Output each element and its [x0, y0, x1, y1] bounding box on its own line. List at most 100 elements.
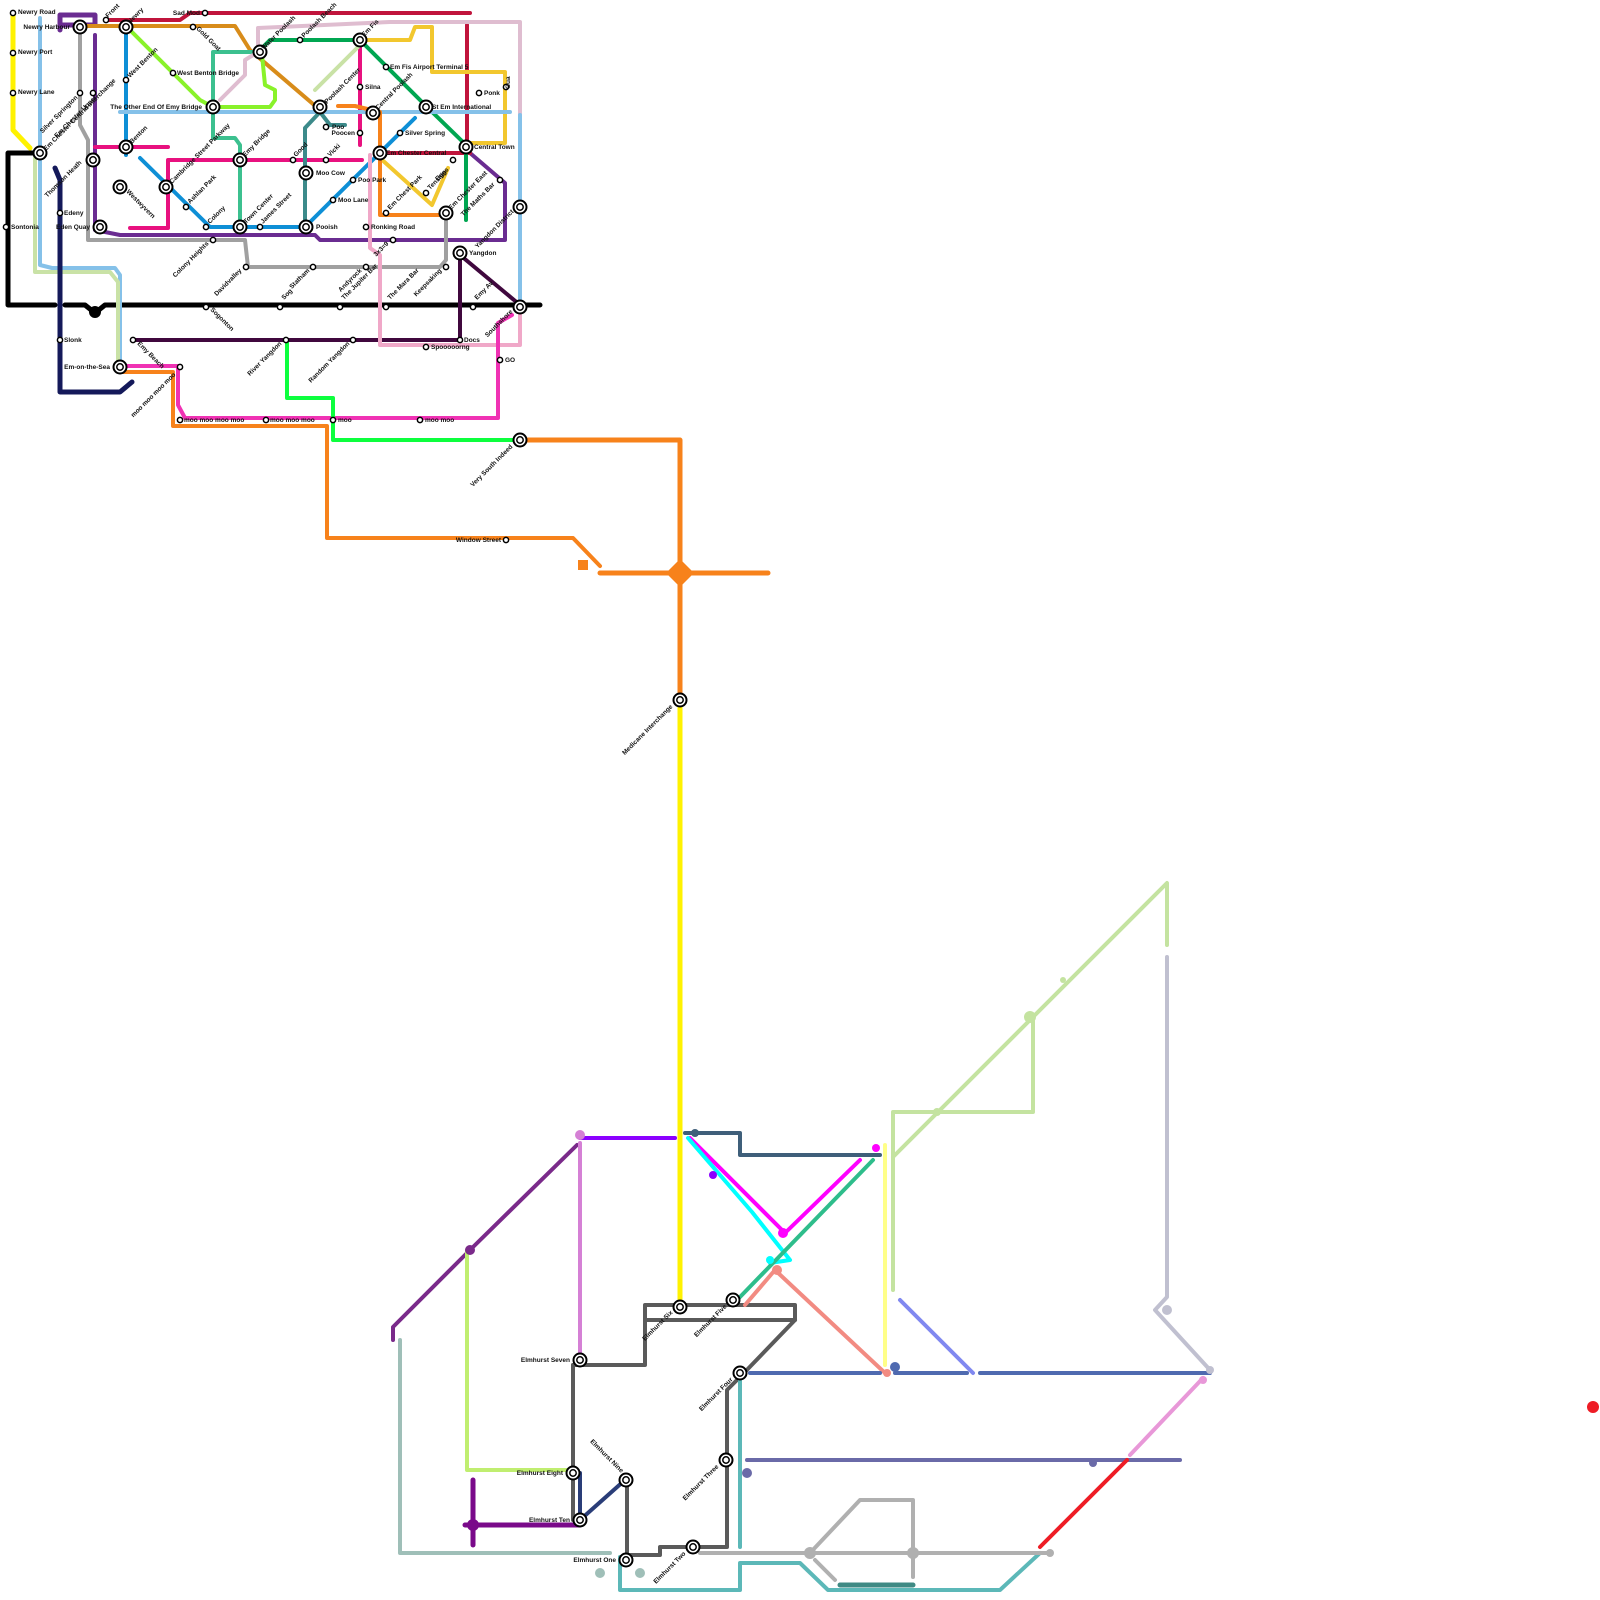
interchange-station-core: [209, 103, 217, 111]
station-marker[interactable]: [202, 303, 210, 311]
station-marker[interactable]: [102, 16, 110, 24]
station-label: West Benton Bridge: [177, 70, 239, 77]
station-marker[interactable]: [356, 129, 364, 137]
station-marker[interactable]: [56, 336, 64, 344]
station-marker[interactable]: [442, 263, 450, 271]
station-label: moo moo moo moo: [130, 371, 178, 419]
station-label: Edeny: [64, 210, 84, 217]
station-marker[interactable]: [349, 176, 357, 184]
station-marker[interactable]: [349, 336, 357, 344]
station-marker[interactable]: [422, 189, 430, 197]
route-line-orchid: [1128, 1376, 1205, 1457]
interchange-station-core: [729, 1296, 737, 1304]
station-marker[interactable]: [362, 263, 370, 271]
station-marker[interactable]: [296, 36, 304, 44]
station-label: Very South Indeed: [469, 443, 514, 488]
station-marker[interactable]: [382, 209, 390, 217]
station-marker[interactable]: [329, 416, 337, 424]
station-marker[interactable]: [182, 203, 190, 211]
station-marker[interactable]: [176, 416, 184, 424]
interchange-station-core: [96, 223, 104, 231]
station-marker[interactable]: [336, 303, 344, 311]
station-label: Yangdon District: [474, 208, 516, 250]
station-markers: [2, 9, 748, 1568]
station-marker[interactable]: [356, 83, 364, 91]
station-marker[interactable]: [322, 156, 330, 164]
route-line-slate: [683, 1131, 882, 1157]
station-label: The Other End Of Emy Bridge: [110, 104, 202, 111]
route-line-silver: [808, 1498, 915, 1579]
station-marker[interactable]: [9, 9, 17, 17]
station-marker[interactable]: [2, 223, 10, 231]
route-line-magenta: [688, 1136, 862, 1235]
interchange-station-core: [256, 48, 264, 56]
route-junction-grape: [465, 1245, 475, 1255]
interchange-station-core: [422, 103, 430, 111]
station-marker[interactable]: [396, 129, 404, 137]
station-marker[interactable]: [9, 49, 17, 57]
route-junction-lavender: [1162, 1305, 1172, 1315]
station-marker[interactable]: [456, 336, 464, 344]
station-marker[interactable]: [201, 9, 209, 17]
station-label: Moo Cow: [316, 170, 346, 177]
interchange-station-core: [302, 223, 310, 231]
route-line-silver: [813, 1558, 837, 1582]
station-marker[interactable]: [329, 196, 337, 204]
interchange-station-core: [36, 149, 44, 157]
station-marker[interactable]: [9, 89, 17, 97]
station-marker[interactable]: [362, 223, 370, 231]
station-label: Thomson Heath: [44, 159, 84, 199]
station-marker[interactable]: [469, 303, 477, 311]
station-marker[interactable]: [276, 303, 284, 311]
station-marker[interactable]: [209, 236, 217, 244]
station-label: Silver Spring: [405, 130, 445, 137]
station-marker[interactable]: [382, 303, 390, 311]
interchange-station-core: [516, 436, 524, 444]
station-marker[interactable]: [289, 156, 297, 164]
station-label: Benton: [128, 125, 149, 146]
route-line-navy: [52, 165, 135, 395]
station-marker[interactable]: [262, 416, 270, 424]
station-marker[interactable]: [89, 89, 97, 97]
station-marker[interactable]: [322, 123, 330, 131]
route-line-teal: [211, 110, 242, 228]
station-label: Poo: [332, 124, 344, 131]
station-marker[interactable]: [242, 263, 250, 271]
route-junction-dull-purple: [1089, 1459, 1097, 1467]
station-marker[interactable]: [496, 176, 504, 184]
route-junction-lilac: [575, 1130, 585, 1140]
station-marker[interactable]: [129, 336, 137, 344]
station-marker[interactable]: [169, 69, 177, 77]
station-marker[interactable]: [282, 336, 290, 344]
station-label: Colony Heights: [172, 240, 211, 279]
station-marker[interactable]: [449, 156, 457, 164]
station-marker[interactable]: [309, 263, 317, 271]
station-label: Newry Harbour: [23, 24, 70, 31]
station-marker[interactable]: [176, 363, 184, 371]
station-label: Central Poolash: [374, 71, 414, 111]
route-junction-teal-grey: [635, 1568, 645, 1578]
station-marker[interactable]: [202, 223, 210, 231]
interchange-station-core: [122, 143, 130, 151]
route-line-bright-green: [285, 338, 522, 442]
route-junction-orchid: [1199, 1376, 1207, 1384]
interchange-station-core: [376, 149, 384, 157]
station-marker[interactable]: [256, 223, 264, 231]
station-marker[interactable]: [382, 63, 390, 71]
station-marker[interactable]: [502, 536, 510, 544]
station-marker[interactable]: [422, 343, 430, 351]
station-marker[interactable]: [389, 236, 397, 244]
station-marker[interactable]: [475, 89, 483, 97]
station-marker[interactable]: [122, 76, 130, 84]
station-marker[interactable]: [76, 89, 84, 97]
station-label: moo moo moo moo: [184, 417, 244, 424]
station-marker[interactable]: [496, 356, 504, 364]
station-label: moo moo moo: [270, 417, 315, 424]
station-marker[interactable]: [416, 416, 424, 424]
station-label: Westwyvern: [125, 188, 157, 220]
station-marker[interactable]: [502, 83, 510, 91]
station-marker[interactable]: [56, 209, 64, 217]
station-marker[interactable]: [189, 23, 197, 31]
route-junction-salmon: [772, 1265, 782, 1275]
station-label: Silna: [365, 84, 381, 91]
